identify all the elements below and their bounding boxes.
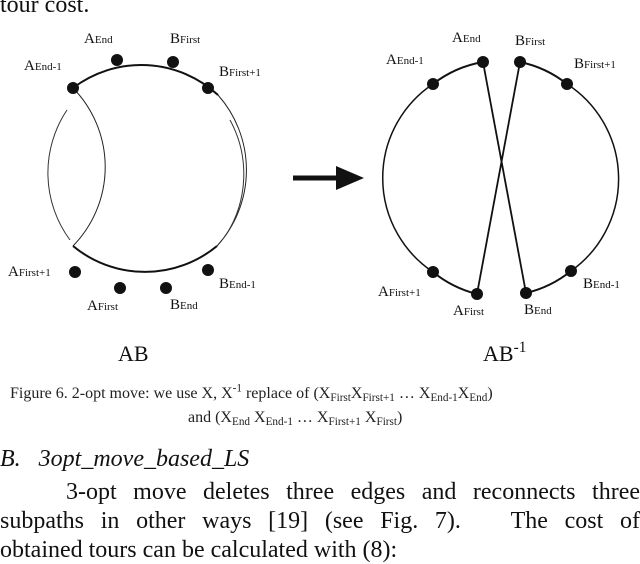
label-b-end-left: BEnd xyxy=(170,297,198,313)
node-a-end-right xyxy=(477,56,489,68)
top-text-fragment: tour cost. xyxy=(0,0,90,18)
label-a-end-left: AEnd xyxy=(84,31,113,47)
paragraph-line-1: 3-opt move deletes three edges and recon… xyxy=(0,479,640,505)
label-a-first-plus-1-right: AFirst+1 xyxy=(378,284,421,300)
node-a-first-right xyxy=(471,288,483,300)
left-nodes xyxy=(67,54,214,294)
figure-caption-line-1: Figure 6. 2-opt move: we use X, X-1 repl… xyxy=(10,382,493,404)
node-b-first-plus-1-right xyxy=(561,78,573,90)
node-a-end-1-right xyxy=(427,78,439,90)
label-a-first-right: AFirst xyxy=(453,303,485,319)
two-opt-figure xyxy=(47,54,620,300)
node-b-first-plus-1-left xyxy=(202,82,214,94)
paragraph-line-2: subpaths in other ways [19] (see Fig. 7)… xyxy=(0,508,640,534)
right-nodes xyxy=(427,56,577,300)
node-a-first-left xyxy=(114,282,126,294)
node-a-first-plus-1-left xyxy=(69,266,81,278)
node-b-end-left xyxy=(160,282,172,294)
node-a-first-plus-1-right xyxy=(427,266,439,278)
paragraph-line-3: obtained tours can be calculated with (8… xyxy=(0,537,398,563)
node-a-end-left xyxy=(111,54,123,66)
label-b-first-right: BFirst xyxy=(515,33,546,49)
label-a-end-right: AEnd xyxy=(452,30,481,46)
node-b-first-left xyxy=(167,56,179,68)
left-circle-diagram xyxy=(47,64,247,273)
node-b-end-1-left xyxy=(202,264,214,276)
node-b-end-1-right xyxy=(565,265,577,277)
node-a-end-1-left xyxy=(67,82,79,94)
label-a-end-1-right: AEnd-1 xyxy=(386,52,424,68)
right-diagram-caption: AB-1 xyxy=(483,338,527,366)
left-diagram-caption: AB xyxy=(118,341,149,366)
label-a-first-plus-1-left: AFirst+1 xyxy=(8,264,51,280)
label-b-end-1-right: BEnd-1 xyxy=(583,276,620,292)
label-b-end-right: BEnd xyxy=(524,302,552,318)
node-b-end-right xyxy=(520,287,532,299)
figure-caption-line-2: and (XEnd XEnd-1 … XFirst+1 XFirst) xyxy=(188,409,403,428)
label-a-first-left: AFirst xyxy=(87,298,119,314)
node-b-first-right xyxy=(514,56,526,68)
label-b-first-plus-1-left: BFirst+1 xyxy=(219,64,261,80)
label-b-first-plus-1-right: BFirst+1 xyxy=(574,56,616,72)
right-arrow xyxy=(293,166,364,190)
label-b-first-left: BFirst xyxy=(170,31,201,47)
label-a-end-1-left: AEnd-1 xyxy=(24,58,62,74)
label-b-end-1-left: BEnd-1 xyxy=(219,276,256,292)
section-heading: B. 3opt_move_based_LS xyxy=(0,446,250,472)
right-circle-diagram xyxy=(381,61,620,295)
